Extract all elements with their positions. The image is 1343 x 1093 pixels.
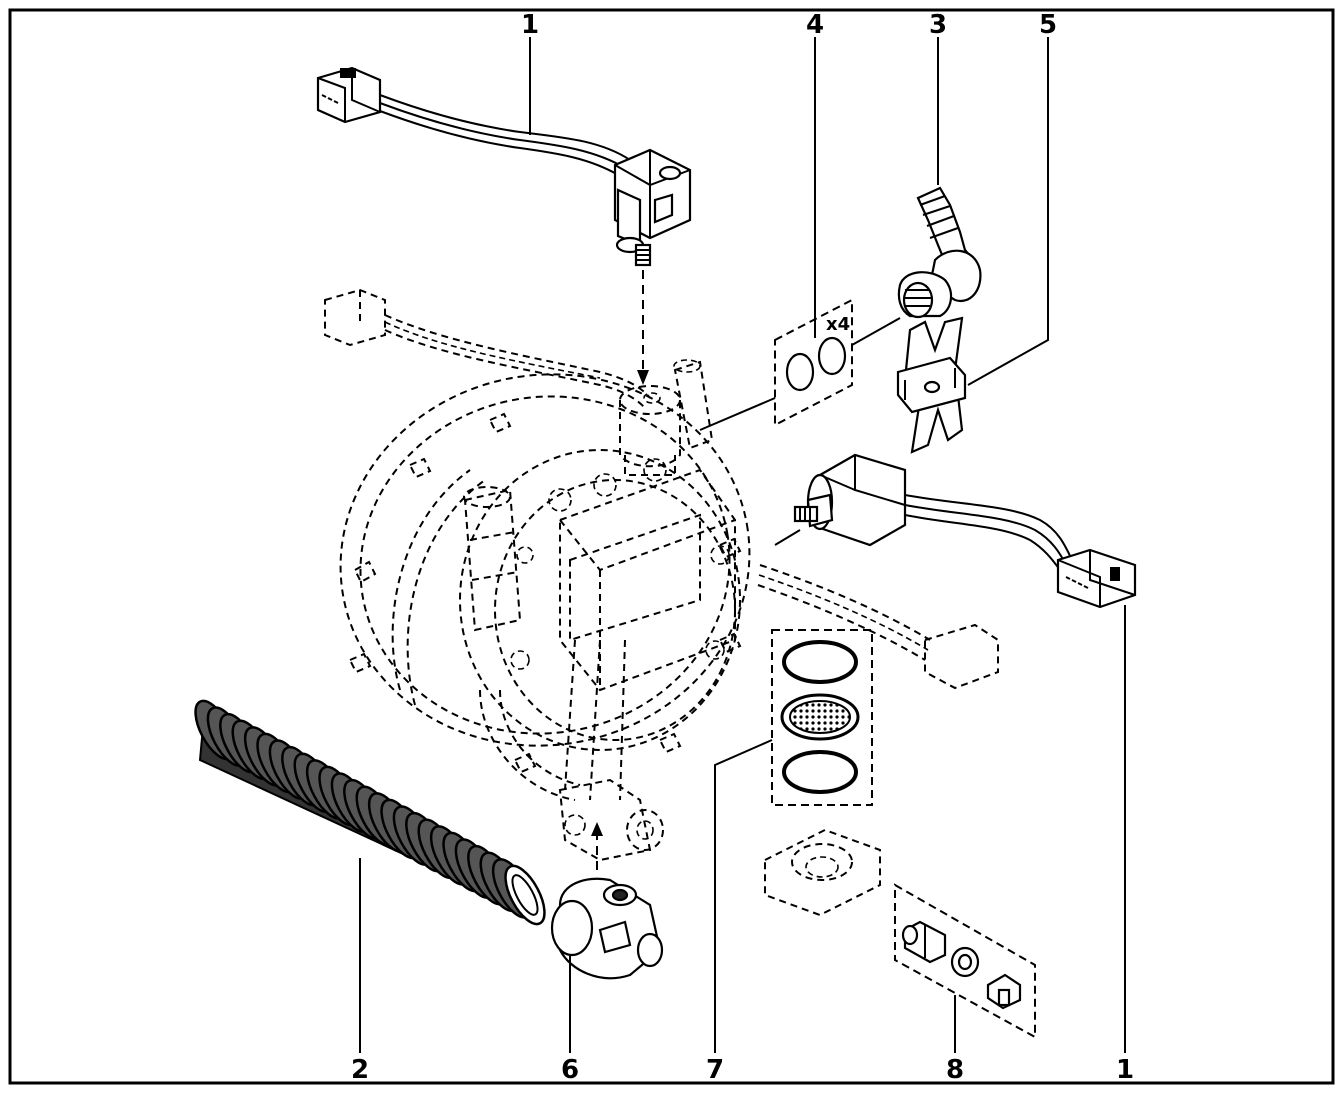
assembly-arrow-top: [637, 270, 649, 385]
assembly-arrow-inlet: [591, 822, 603, 870]
diagram-border: [8, 8, 1335, 1085]
elbow-hose-fitting: [897, 186, 982, 319]
assembly-line-oring: [699, 397, 776, 431]
assembly-line-fitting: [851, 317, 901, 346]
callout-1-bottom: 1: [1116, 1055, 1134, 1085]
callout-3: 3: [929, 10, 947, 40]
callout-7: 7: [706, 1055, 724, 1085]
callout-8: 8: [946, 1055, 964, 1085]
callout-5: 5: [1039, 10, 1057, 40]
filter-kit: [771, 629, 873, 806]
lower-harness-ghost: [757, 564, 999, 690]
retaining-clip: [896, 316, 967, 454]
assembly-line-right-solenoid: [774, 529, 801, 546]
upper-valve-port-ghost: [619, 359, 714, 476]
inlet-fitting: [550, 877, 664, 980]
bracket-ghost: [764, 828, 881, 917]
oring-quantity-label: x4: [826, 314, 850, 335]
upper-harness-ghost: [324, 288, 651, 409]
callout-4: 4: [806, 10, 824, 40]
callout-2: 2: [351, 1055, 369, 1085]
callout-1-top: 1: [521, 10, 539, 40]
fastener-kit: [894, 883, 1036, 1039]
callout-6: 6: [561, 1055, 579, 1085]
corrugated-hose: [194, 699, 546, 926]
leader-lines: [359, 37, 1126, 1053]
solenoid-valve-right: [793, 453, 1137, 609]
lower-outlet-ghost: [558, 778, 664, 862]
solenoid-valve-top: [316, 66, 692, 267]
oring-kit: x4: [774, 298, 853, 427]
pump-housing-ghost: [339, 373, 751, 801]
